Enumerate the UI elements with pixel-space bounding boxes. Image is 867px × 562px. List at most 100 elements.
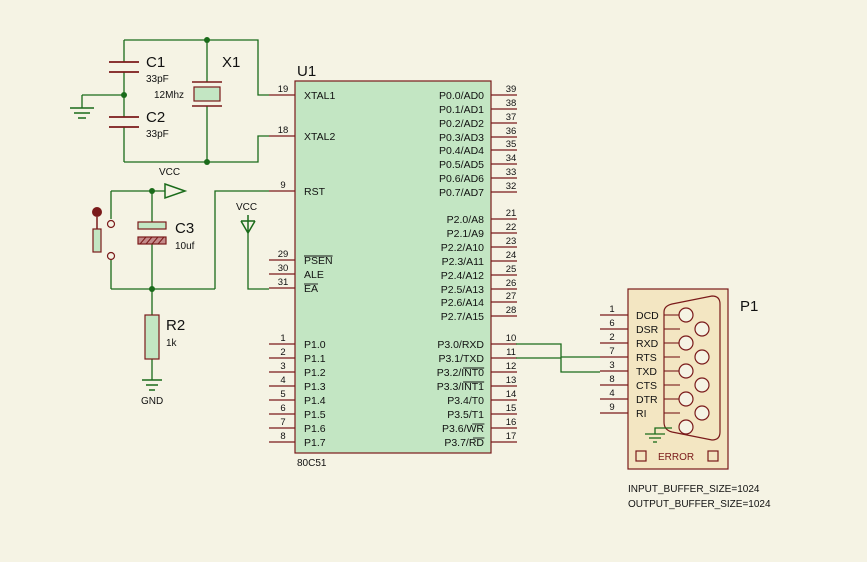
p1-pin-label: DSR: [636, 324, 659, 336]
u1-pin-8[interactable]: 8P1.7: [269, 431, 326, 449]
vcc-label-rst: VCC: [236, 202, 257, 213]
u1-pin-4[interactable]: 4P1.3: [269, 375, 326, 393]
c3-ref: C3: [175, 220, 194, 237]
r2-symbol[interactable]: [144, 314, 160, 360]
db9-shell: [663, 295, 721, 441]
p1-pin-9[interactable]: 9RI: [600, 402, 680, 420]
u1-pin-label: P2.0/A8: [447, 214, 485, 226]
ground-symbol-reset: [142, 379, 162, 391]
p1-body[interactable]: [627, 288, 729, 470]
reset-button[interactable]: [92, 207, 116, 261]
u1-pin-label: P1.2: [304, 367, 326, 379]
u1-pin-number: 30: [278, 263, 289, 274]
junctions: [121, 37, 210, 292]
u1-pin-number: 28: [506, 305, 517, 316]
crystal-wires: [81, 39, 600, 380]
u1-pin-number: 31: [278, 277, 289, 288]
u1-body[interactable]: [294, 80, 492, 454]
p1-error-indicator-right: [707, 450, 719, 462]
u1-pin-number: 10: [506, 333, 517, 344]
p1-ground-symbol: [645, 427, 672, 443]
u1-pin-number: 1: [280, 333, 285, 344]
p1-pin-label: TXD: [636, 366, 657, 378]
u1-pin-number: 27: [506, 291, 517, 302]
u1-pin-label: RST: [304, 186, 326, 198]
u1-pin-label: P0.1/AD1: [439, 104, 484, 116]
u1-pin-2[interactable]: 2P1.1: [269, 347, 326, 365]
u1-pin-number: 37: [506, 112, 517, 123]
p1-pin-label: CTS: [636, 380, 657, 392]
db9-hole: [678, 419, 694, 435]
u1-pin-number: 5: [280, 389, 285, 400]
u1-pin-number: 17: [506, 431, 517, 442]
u1-pin-number: 26: [506, 278, 517, 289]
r2-value: 1k: [166, 338, 178, 349]
c3-symbol[interactable]: [137, 221, 167, 245]
u1-pin-number: 6: [280, 403, 285, 414]
u1-pin-number: 13: [506, 375, 517, 386]
c1-symbol[interactable]: [109, 61, 139, 73]
u1-pin-1[interactable]: 1P1.0: [269, 333, 326, 351]
vcc-label-top: VCC: [159, 167, 180, 178]
u1-pin-5[interactable]: 5P1.4: [269, 389, 326, 407]
u1-pin-6[interactable]: 6P1.5: [269, 403, 326, 421]
u1-pin-7[interactable]: 7P1.6: [269, 417, 326, 435]
u1-pin-number: 7: [280, 417, 285, 428]
p1-pin-number: 9: [609, 402, 614, 413]
u1-pin-number: 18: [278, 125, 289, 136]
db9-hole: [694, 405, 710, 421]
u1-pin-label: P0.3/AD3: [439, 132, 484, 144]
u1-pin-3[interactable]: 3P1.2: [269, 361, 326, 379]
u1-pin-number: 21: [506, 208, 517, 219]
db9-hole: [694, 349, 710, 365]
u1-part: 80C51: [297, 458, 327, 469]
p1-pin-number: 3: [609, 360, 614, 371]
u1-pin-number: 8: [280, 431, 285, 442]
db9-hole: [678, 391, 694, 407]
db9-hole: [678, 335, 694, 351]
x1-crystal-symbol[interactable]: [192, 81, 222, 107]
u1-pin-label: P3.0/RXD: [437, 339, 484, 351]
u1-pin-number: 38: [506, 98, 517, 109]
u1-pin-number: 24: [506, 250, 517, 261]
p1-pin-number: 6: [609, 318, 614, 329]
c2-symbol[interactable]: [109, 116, 139, 128]
